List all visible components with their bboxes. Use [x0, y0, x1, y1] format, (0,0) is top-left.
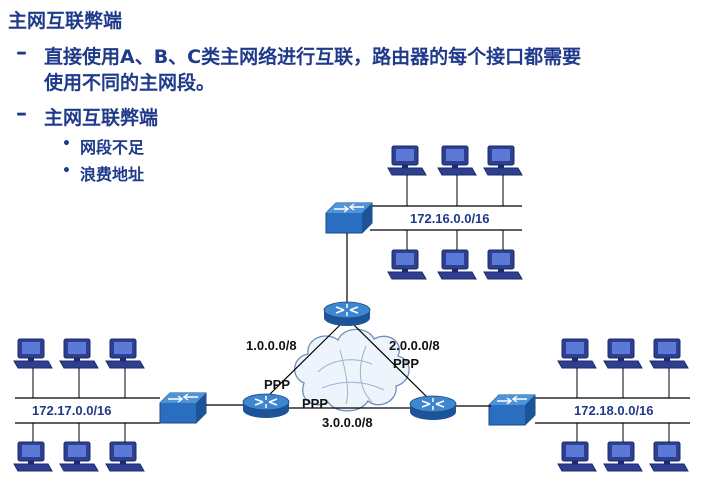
ppp-label-left: PPP [264, 377, 290, 392]
switch-icon-left [159, 392, 207, 424]
pc-icon [557, 441, 597, 472]
pc-icon [437, 249, 477, 280]
pc-icon [483, 145, 523, 176]
link-router-top-right [353, 324, 429, 399]
switch-icon-right [488, 394, 536, 426]
pc-icon [59, 441, 99, 472]
slide-title: 主网互联弊端 [8, 10, 123, 32]
router-icon-right [409, 395, 457, 421]
link-router-top-left [265, 324, 341, 399]
sub-bullet-dot: • [62, 163, 71, 179]
bullet-1-line-1: 直接使用A、B、C类主网络进行互联，路由器的每个接口都需要 [44, 46, 582, 68]
pc-icon [649, 441, 689, 472]
pc-icon [557, 338, 597, 369]
router-icon-left [242, 393, 290, 419]
sub-bullet-2: 浪费地址 [80, 165, 145, 184]
pc-icon [105, 441, 145, 472]
pc-icon [105, 338, 145, 369]
sub-bullet-1: 网段不足 [80, 138, 145, 157]
switch-icon-top [325, 202, 373, 234]
link-label-right: 2.0.0.0/8 [389, 338, 440, 353]
pc-icon [59, 338, 99, 369]
link-label-left: 1.0.0.0/8 [246, 338, 297, 353]
wan-cloud-icon [294, 328, 410, 412]
bullet-2: 主网互联弊端 [44, 107, 159, 129]
segment-label-right: 172.18.0.0/16 [574, 403, 654, 418]
pc-icon [649, 338, 689, 369]
segment-label-left: 172.17.0.0/16 [32, 403, 112, 418]
bullet-dash: – [16, 101, 27, 126]
ppp-label-right: PPP [393, 356, 419, 371]
pc-icon [387, 249, 427, 280]
pc-icon [13, 338, 53, 369]
pc-icon [603, 338, 643, 369]
router-icon-top [323, 301, 371, 327]
pc-icon [437, 145, 477, 176]
pc-icon [13, 441, 53, 472]
bullet-dash: – [16, 40, 27, 65]
sub-bullet-dot: • [62, 136, 71, 152]
ppp-label-bottom: PPP [302, 396, 328, 411]
pc-icon [483, 249, 523, 280]
segment-label-top: 172.16.0.0/16 [410, 211, 490, 226]
pc-icon [603, 441, 643, 472]
link-label-bottom: 3.0.0.0/8 [322, 415, 373, 430]
pc-icon [387, 145, 427, 176]
bullet-1-line-2: 使用不同的主网段。 [44, 72, 216, 94]
